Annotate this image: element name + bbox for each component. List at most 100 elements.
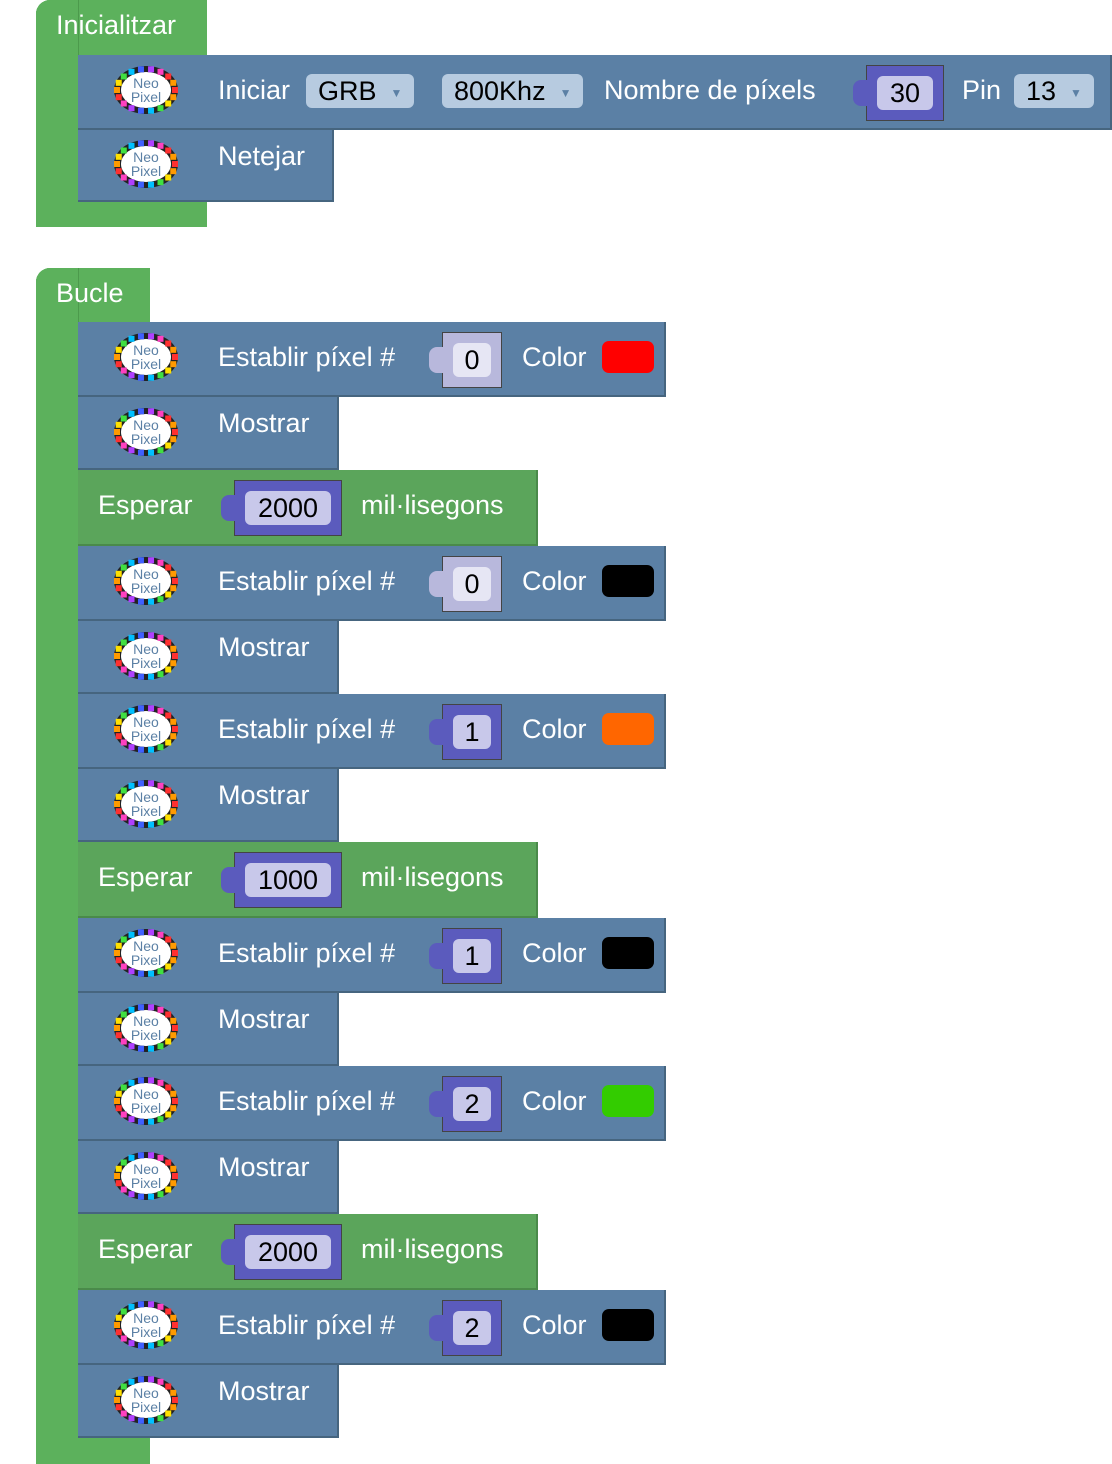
wait-ms-block[interactable]: 2000 (221, 1224, 342, 1280)
neopixel-icon: Neo Pixel (112, 1375, 180, 1425)
set-pixel-block[interactable]: Neo Pixel Establir píxel # 1 Color (78, 918, 666, 993)
init-label: Inicialitzar (56, 10, 177, 40)
svg-text:Neo: Neo (133, 789, 159, 805)
color-order-dropdown[interactable]: GRB▼ (306, 74, 415, 108)
color-order-value: GRB (318, 76, 377, 106)
color-picker[interactable] (602, 937, 654, 969)
neopixel-icon: Neo Pixel (112, 1076, 180, 1126)
svg-text:Neo: Neo (133, 342, 159, 358)
color-picker[interactable] (602, 1309, 654, 1341)
pixel-index-block[interactable]: 2 (429, 1300, 502, 1356)
pixel-index-input[interactable]: 2 (453, 1311, 491, 1345)
neopixel-icon: Neo Pixel (112, 928, 180, 978)
clear-label: Netejar (218, 141, 306, 171)
show-block[interactable]: Neo Pixel Mostrar (78, 769, 339, 842)
wait-ms-input[interactable]: 2000 (245, 491, 331, 525)
neopixel-icon: Neo Pixel (112, 631, 180, 681)
color-label: Color (522, 342, 587, 372)
wait-ms-block[interactable]: 1000 (221, 852, 342, 908)
pixel-index-input[interactable]: 0 (453, 567, 491, 601)
pixel-count-block[interactable]: 30 (853, 65, 944, 121)
set-pixel-block[interactable]: Neo Pixel Establir píxel # 1 Color (78, 694, 666, 769)
color-label: Color (522, 1310, 587, 1340)
color-picker[interactable] (602, 713, 654, 745)
pixel-index-input[interactable]: 0 (453, 343, 491, 377)
pixel-index-block[interactable]: 0 (429, 556, 502, 612)
color-picker[interactable] (602, 565, 654, 597)
svg-text:Neo: Neo (133, 938, 159, 954)
frequency-value: 800Khz (454, 76, 546, 106)
svg-text:Neo: Neo (133, 417, 159, 433)
neopixel-icon: Neo Pixel (112, 556, 180, 606)
svg-text:Neo: Neo (133, 1086, 159, 1102)
show-label: Mostrar (218, 1376, 310, 1406)
set-pixel-block[interactable]: Neo Pixel Establir píxel # 0 Color (78, 322, 666, 397)
neopixel-icon: Neo Pixel (112, 407, 180, 457)
set-pixel-label: Establir píxel # (218, 714, 396, 744)
neopixel-icon: Neo Pixel (112, 1151, 180, 1201)
frequency-dropdown[interactable]: 800Khz▼ (442, 74, 584, 108)
neopixel-icon: Neo Pixel (112, 332, 180, 382)
pixel-count-input[interactable]: 30 (877, 76, 933, 110)
show-label: Mostrar (218, 632, 310, 662)
wait-block[interactable]: Esperar 2000 mil·lisegons (78, 1214, 538, 1290)
pixel-index-block[interactable]: 0 (429, 332, 502, 388)
pixel-index-block[interactable]: 2 (429, 1076, 502, 1132)
svg-text:Pixel: Pixel (131, 728, 161, 744)
wait-unit-label: mil·lisegons (361, 490, 504, 520)
pixel-index-input[interactable]: 1 (453, 715, 491, 749)
init-label: Iniciar (218, 75, 291, 105)
show-label: Mostrar (218, 780, 310, 810)
set-pixel-label: Establir píxel # (218, 1086, 396, 1116)
wait-label: Esperar (98, 862, 193, 892)
svg-text:Pixel: Pixel (131, 952, 161, 968)
pixel-index-block[interactable]: 1 (429, 704, 502, 760)
pin-dropdown[interactable]: 13 ▼ (1014, 74, 1094, 108)
wait-unit-label: mil·lisegons (361, 862, 504, 892)
neopixel-icon: Neo Pixel (112, 704, 180, 754)
svg-text:Pixel: Pixel (131, 655, 161, 671)
color-picker[interactable] (602, 341, 654, 373)
svg-text:Pixel: Pixel (131, 1100, 161, 1116)
set-pixel-block[interactable]: Neo Pixel Establir píxel # 0 Color (78, 546, 666, 621)
pixel-index-input[interactable]: 1 (453, 939, 491, 973)
set-pixel-block[interactable]: Neo Pixel Establir píxel # 2 Color (78, 1290, 666, 1365)
show-block[interactable]: Neo Pixel Mostrar (78, 993, 339, 1066)
wait-ms-block[interactable]: 2000 (221, 480, 342, 536)
svg-text:Pixel: Pixel (131, 1399, 161, 1415)
color-picker[interactable] (602, 1085, 654, 1117)
svg-text:Neo: Neo (133, 641, 159, 657)
show-block[interactable]: Neo Pixel Mostrar (78, 1141, 339, 1214)
pin-value: 13 (1026, 76, 1057, 106)
svg-text:Neo: Neo (133, 1013, 159, 1029)
wait-label: Esperar (98, 490, 193, 520)
svg-text:Neo: Neo (133, 714, 159, 730)
neopixel-init-block[interactable]: Neo Pixel Iniciar GRB▼ 800Khz▼ Nombre de… (78, 55, 1112, 130)
svg-text:Pixel: Pixel (131, 431, 161, 447)
svg-text:Neo: Neo (133, 1385, 159, 1401)
svg-text:Neo: Neo (133, 1161, 159, 1177)
show-block[interactable]: Neo Pixel Mostrar (78, 621, 339, 694)
pixel-index-block[interactable]: 1 (429, 928, 502, 984)
color-label: Color (522, 566, 587, 596)
neopixel-icon: Neo Pixel (112, 139, 180, 189)
pixel-index-input[interactable]: 2 (453, 1087, 491, 1121)
wait-ms-input[interactable]: 1000 (245, 863, 331, 897)
wait-ms-input[interactable]: 2000 (245, 1235, 331, 1269)
pin-label: Pin (962, 75, 1002, 105)
wait-block[interactable]: Esperar 1000 mil·lisegons (78, 842, 538, 918)
svg-text:Pixel: Pixel (131, 356, 161, 372)
wait-label: Esperar (98, 1234, 193, 1264)
pixel-count-label: Nombre de píxels (604, 75, 816, 105)
show-label: Mostrar (218, 1152, 310, 1182)
color-label: Color (522, 1086, 587, 1116)
set-pixel-block[interactable]: Neo Pixel Establir píxel # 2 Color (78, 1066, 666, 1141)
neopixel-clear-block[interactable]: Neo Pixel Netejar (78, 130, 334, 202)
neopixel-icon: Neo Pixel (112, 1300, 180, 1350)
wait-block[interactable]: Esperar 2000 mil·lisegons (78, 470, 538, 546)
svg-text:Pixel: Pixel (131, 163, 161, 179)
svg-text:Pixel: Pixel (131, 580, 161, 596)
dropdown-arrow-icon: ▼ (1070, 85, 1082, 100)
show-block[interactable]: Neo Pixel Mostrar (78, 397, 339, 470)
show-block[interactable]: Neo Pixel Mostrar (78, 1365, 339, 1438)
